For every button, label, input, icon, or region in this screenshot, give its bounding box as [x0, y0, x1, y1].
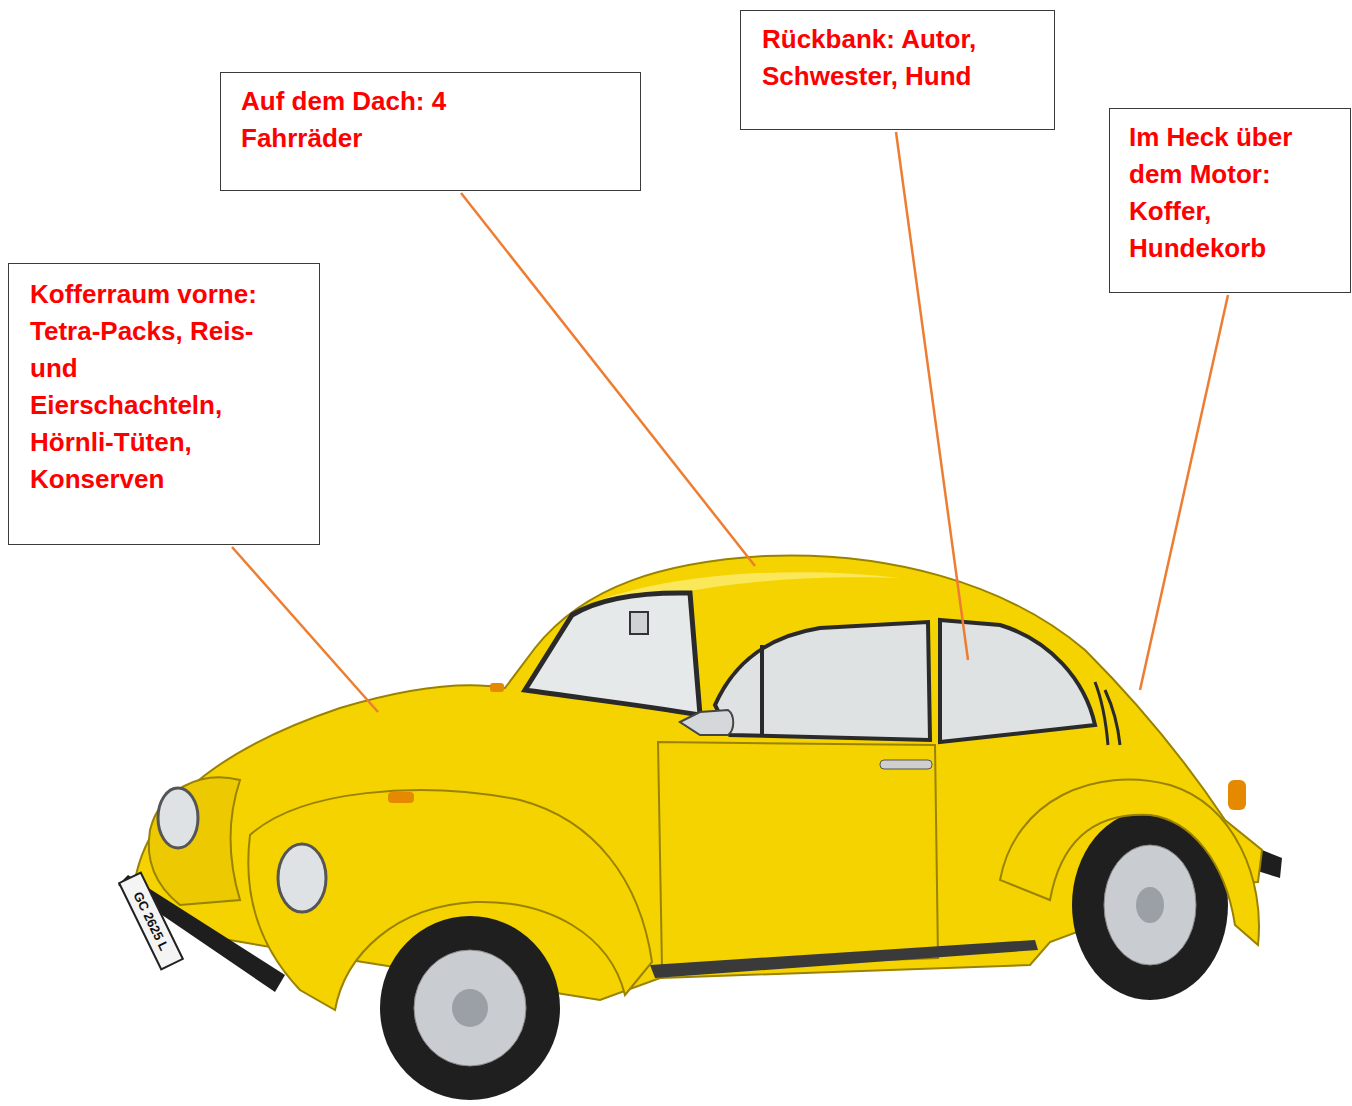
headlight	[158, 788, 198, 848]
tail-light	[1228, 780, 1246, 810]
side-mirror	[680, 710, 733, 735]
callout-text: Rückbank: Autor, Schwester, Hund	[762, 21, 1042, 95]
front-rim	[414, 950, 526, 1066]
door-window	[715, 622, 930, 740]
door-handle	[880, 760, 932, 769]
window-post	[760, 645, 764, 736]
headlight	[278, 844, 326, 912]
windshield	[525, 593, 700, 715]
vent	[1095, 682, 1108, 745]
callout-box: Rückbank: Autor, Schwester, Hund	[740, 10, 1055, 130]
leader-line	[1140, 295, 1228, 690]
license-plate	[119, 873, 183, 970]
rear-fender	[1000, 779, 1259, 945]
callout-box: Im Heck über dem Motor: Koffer, Hundekor…	[1109, 108, 1351, 293]
turn-signal	[490, 683, 504, 692]
front-fender	[248, 790, 652, 1010]
rear-rim	[1104, 845, 1196, 965]
turn-signal	[388, 792, 414, 803]
callout-box: Auf dem Dach: 4 Fahrräder	[220, 72, 641, 191]
front-hub	[452, 989, 488, 1027]
callout-box: Kofferraum vorne: Tetra-Packs, Reis- und…	[8, 263, 320, 545]
leader-line	[232, 547, 378, 712]
leader-line	[896, 132, 968, 660]
callout-text: Im Heck über dem Motor: Koffer, Hundekor…	[1129, 119, 1334, 267]
running-board	[650, 940, 1038, 978]
rear-hub	[1136, 887, 1164, 923]
rear-window	[940, 620, 1095, 742]
leader-line	[461, 193, 755, 566]
callout-text: Kofferraum vorne: Tetra-Packs, Reis- und…	[30, 276, 262, 498]
rear-view-mirror	[630, 612, 648, 634]
front-tire	[380, 916, 560, 1100]
door-outline	[658, 742, 938, 968]
front-fender-far	[149, 777, 240, 905]
callout-text: Auf dem Dach: 4 Fahrräder	[241, 83, 521, 157]
